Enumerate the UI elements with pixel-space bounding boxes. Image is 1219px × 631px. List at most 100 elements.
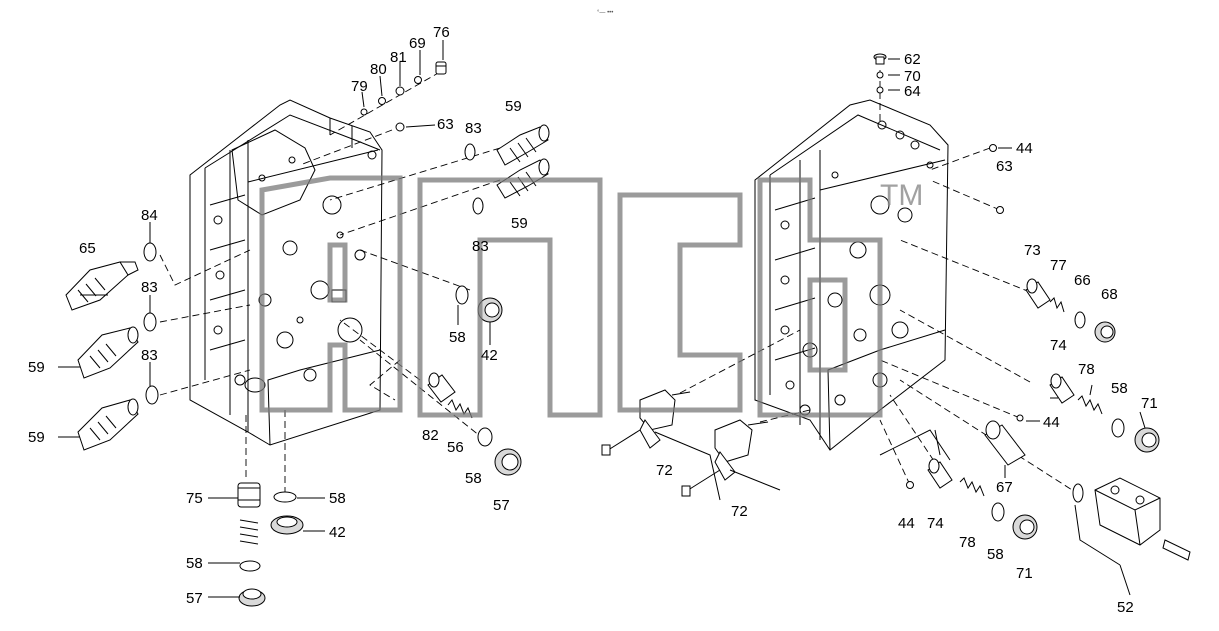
oring-58-a [455,285,469,305]
callout-68: 68 [1101,286,1118,303]
callout-66: 66 [1074,272,1091,289]
callout-58: 58 [987,546,1004,563]
callout-83: 83 [141,347,158,364]
plug-44-a [989,144,997,152]
callout-84: 84 [141,207,158,224]
plug-44-c [906,481,914,489]
callout-57: 57 [493,497,510,514]
spool-74-b [927,458,953,489]
plug-57-a [494,448,522,476]
plug-62 [873,53,887,65]
oring-58-c [273,491,297,503]
spool-74-a [1049,373,1075,404]
oring-83-c [143,312,157,332]
oring-58-f [991,502,1005,522]
cover-52 [1072,477,1191,596]
plug-63-right [996,206,1004,214]
ball-64 [876,86,884,94]
callout-59: 59 [505,98,522,115]
callout-67: 67 [996,479,1013,496]
callout-labels: 76 69 81 80 79 63 59 83 83 59 84 65 83 5… [28,24,1158,616]
callout-83: 83 [472,238,489,255]
spring-56 [447,399,473,419]
callout-83: 83 [141,279,158,296]
callout-44: 44 [1016,140,1033,157]
callout-65: 65 [79,240,96,257]
plug-71-b [1012,514,1038,540]
callout-69: 69 [409,35,426,52]
callout-58: 58 [186,555,203,572]
plug-68 [1094,321,1116,343]
oring-58-e [1111,418,1125,438]
plug-44-b [1016,414,1024,422]
callout-82: 82 [422,427,439,444]
plug-42-a [477,297,503,323]
plug-57-b [238,588,266,607]
spring-78-b [959,477,985,497]
watermark-logo: TM [259,175,923,418]
callout-57: 57 [186,590,203,607]
left-valve-block [189,99,383,446]
right-parts [873,53,1191,596]
leader-72-a [654,431,721,501]
right-leader-lines [879,70,1081,496]
callout-58: 58 [465,470,482,487]
plug-42-b [270,515,304,535]
callout-76: 76 [433,24,450,41]
callout-58: 58 [1111,380,1128,397]
callout-63: 63 [996,158,1013,175]
spool-73 [1025,278,1051,309]
callout-42: 42 [329,524,346,541]
cartridge-59-top [496,124,550,166]
callout-78: 78 [959,534,976,551]
watermark-trademark: TM [880,179,923,212]
callout-72: 72 [731,503,748,520]
callout-52: 52 [1117,599,1134,616]
callout-62: 62 [904,51,921,68]
callout-64: 64 [904,83,921,100]
callout-81: 81 [390,49,407,66]
spool-82 [427,372,456,403]
plug-76 [435,61,447,75]
callout-leaders [58,40,1146,598]
right-valve-block [754,99,949,451]
spring-78-a [1077,395,1103,415]
callout-78: 78 [1078,361,1095,378]
seat-80 [378,97,386,105]
callout-63: 63 [437,116,454,133]
cartridge-59-left-b [77,398,139,451]
callout-58: 58 [329,490,346,507]
oring-83-a [464,143,476,161]
callout-72: 72 [656,462,673,479]
left-parts [65,61,550,607]
corner-text: °— ••• [597,10,613,16]
callout-44: 44 [1043,414,1060,431]
oring-83-d [145,385,159,405]
callout-44: 44 [898,515,915,532]
callout-73: 73 [1024,242,1041,259]
callout-59: 59 [28,429,45,446]
callout-42: 42 [481,347,498,364]
callout-56: 56 [447,439,464,456]
ball-81 [395,86,405,96]
oring-83-b [472,197,484,215]
callout-70: 70 [904,68,921,85]
spring-58-col [239,519,259,545]
callout-71: 71 [1016,565,1033,582]
ring-69 [414,76,422,84]
callout-59: 59 [28,359,45,376]
sleeve-75 [237,482,261,508]
oring-58-b [477,427,493,447]
callout-83: 83 [465,120,482,137]
oring-58-d [239,560,261,572]
callout-80: 80 [370,61,387,78]
oring-66 [1074,311,1086,329]
cartridge-59-left-a [77,326,139,379]
callout-58: 58 [449,329,466,346]
actuator-72-b [681,409,811,497]
spring-77 [1049,297,1065,313]
plug-71-a [1134,427,1160,453]
callout-74: 74 [1050,337,1067,354]
